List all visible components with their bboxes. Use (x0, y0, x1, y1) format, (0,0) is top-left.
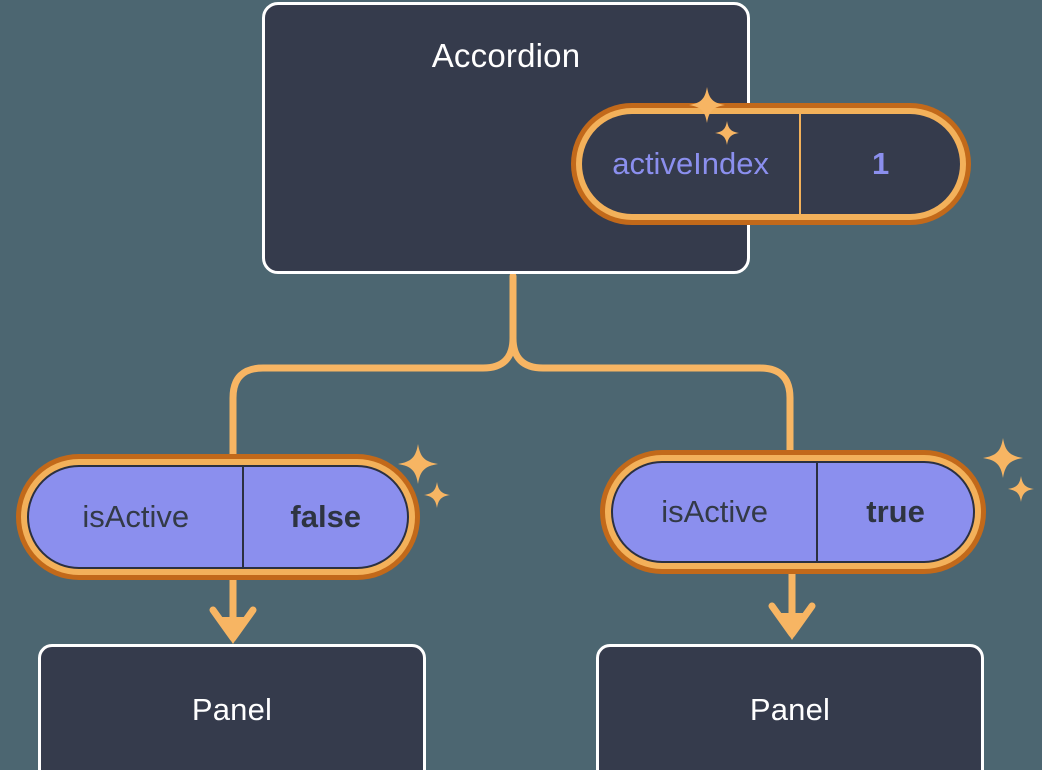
sparkle-icon (983, 438, 1023, 478)
sparkle-small-icon (424, 482, 450, 508)
accordion-component-box[interactable]: Accordion activeIndex 1 (262, 2, 971, 274)
pill-body: isActive true (611, 461, 975, 563)
state-pill-key: activeIndex (582, 114, 802, 214)
pill-highlight-ring: isActive false (21, 459, 415, 575)
sparkle-small-icon (1008, 476, 1034, 502)
pill-body: isActive false (27, 465, 409, 569)
panel-title-right: Panel (749, 692, 831, 727)
panel-component-box-right[interactable]: Panel (596, 644, 984, 770)
prop-pill-key: isActive (29, 467, 245, 567)
panel-component-box-left[interactable]: Panel (38, 644, 426, 770)
pill-body: activeIndex 1 (582, 114, 960, 214)
prop-pill-is-active-true[interactable]: isActive true (600, 450, 986, 574)
connector-root-to-right (509, 334, 794, 462)
connector-root-to-left (229, 272, 517, 466)
arrow-down-icon-right (768, 572, 816, 640)
pill-highlight-ring: activeIndex 1 (576, 108, 966, 220)
accordion-title: Accordion (431, 37, 581, 74)
prop-pill-key: isActive (613, 463, 819, 561)
state-pill-active-index[interactable]: activeIndex 1 (571, 103, 971, 225)
pill-highlight-ring: isActive true (605, 455, 981, 569)
arrow-down-icon-left (209, 578, 257, 644)
state-pill-value: 1 (871, 146, 890, 181)
prop-pill-value: false (290, 499, 362, 534)
prop-pill-is-active-false[interactable]: isActive false (16, 454, 420, 580)
prop-pill-value: true (866, 494, 925, 529)
panel-title-left: Panel (191, 692, 273, 727)
